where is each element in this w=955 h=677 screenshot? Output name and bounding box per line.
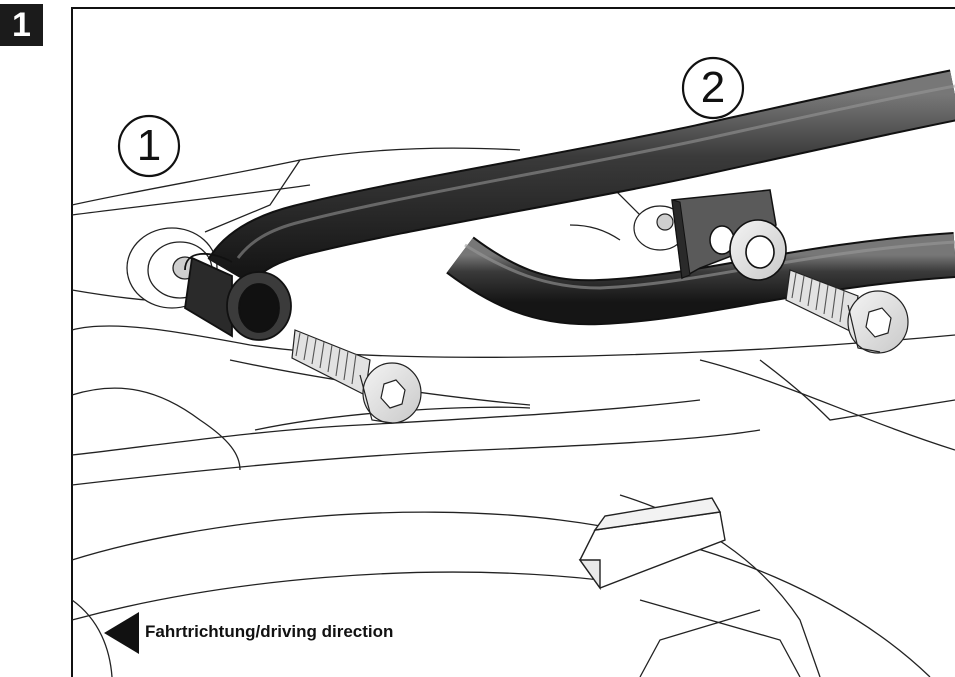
- bolt-left: [291, 329, 422, 424]
- mounting-bracket: [671, 189, 777, 280]
- mounting-boss-right: [633, 205, 687, 251]
- triangle-left-arrow-icon: [104, 612, 139, 654]
- vehicle-body-lines: [71, 147, 955, 677]
- callout-number-1: 1: [136, 121, 162, 170]
- washer: [729, 219, 787, 281]
- callout-number-2: 2: [700, 63, 726, 112]
- frame-border: [71, 7, 955, 677]
- spacer-sleeve: [184, 252, 292, 341]
- pad-block: [578, 497, 726, 591]
- callout-circle-2: [681, 56, 745, 120]
- driving-direction-label: Fahrtrichtung/driving direction: [145, 622, 394, 641]
- callout-circle-1: [117, 114, 181, 178]
- step-number-badge: 1: [0, 4, 43, 46]
- bolt-right: [785, 269, 909, 354]
